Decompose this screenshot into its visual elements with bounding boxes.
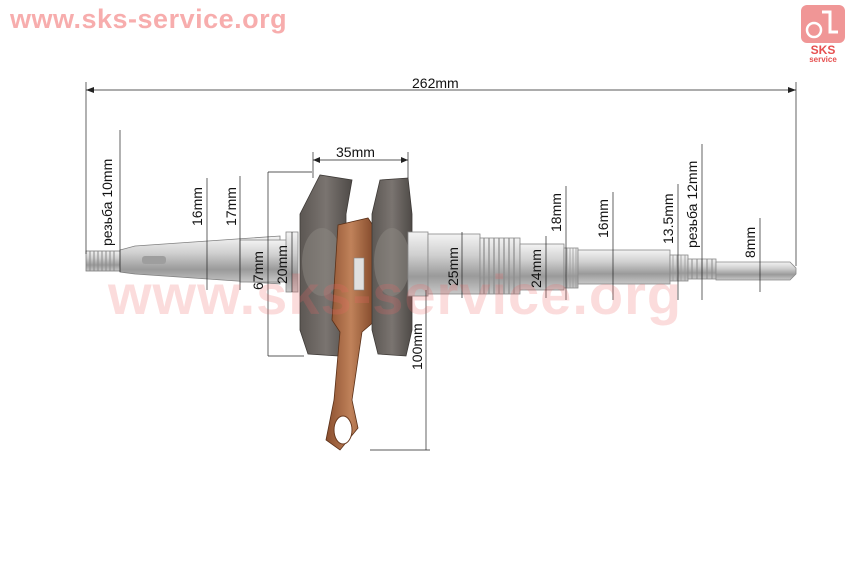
right-thread-label: резьба 12mm — [684, 160, 700, 248]
d17-label: 17mm — [223, 187, 239, 226]
right-flywheel — [371, 177, 413, 357]
logo-text-sks: SKS — [810, 43, 836, 57]
left-thread-label: резьба 10mm — [99, 158, 115, 246]
d13-5-label: 13.5mm — [660, 193, 676, 244]
dimension-lines — [85, 82, 797, 451]
total-length-label: 262mm — [412, 75, 459, 91]
d16-right-label: 16mm — [595, 199, 611, 238]
d8-label: 8mm — [742, 226, 758, 258]
logo-text-service: service — [809, 55, 837, 64]
rod-length-label: 100mm — [409, 323, 425, 370]
web-width-label: 35mm — [336, 144, 375, 160]
logo-icon — [801, 5, 845, 43]
d25-label: 25mm — [445, 247, 461, 286]
d20-label: 20mm — [274, 245, 290, 284]
d24-label: 24mm — [528, 249, 544, 288]
right-shaft — [407, 231, 797, 297]
d67-label: 67mm — [250, 251, 266, 290]
center-watermark: www.sks-service.org — [108, 263, 683, 326]
d16-left-label: 16mm — [189, 187, 205, 226]
d18-label: 18mm — [548, 193, 564, 232]
connecting-rod — [325, 217, 377, 451]
watermark-url: www.sks-service.org — [10, 4, 288, 34]
sks-logo: SKS service — [800, 4, 846, 66]
